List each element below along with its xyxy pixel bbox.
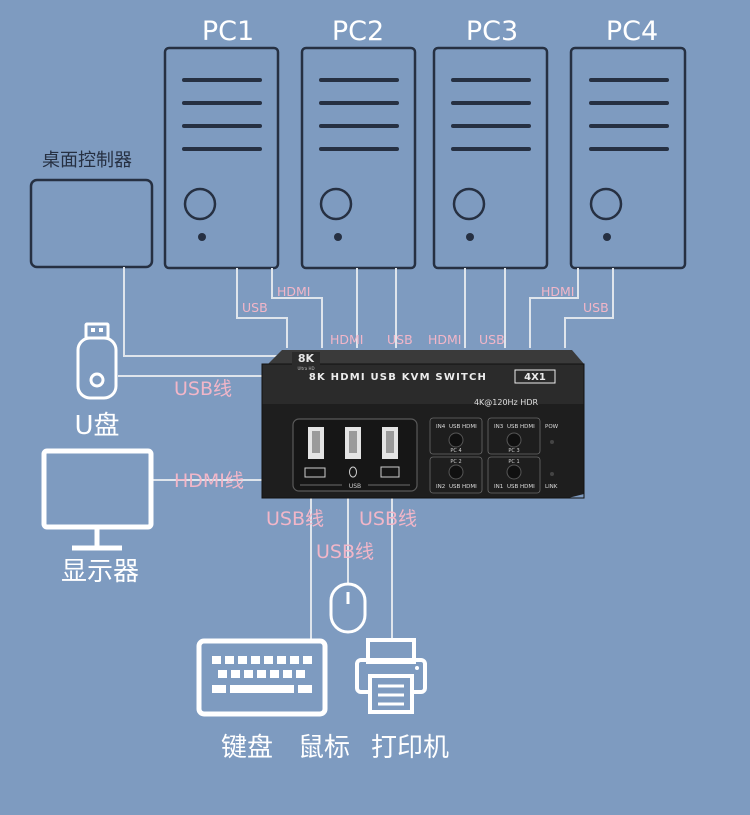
- hdmi-line-monitor: HDMI线: [174, 470, 244, 492]
- usb-tag-pc3: USB: [479, 332, 505, 347]
- desktop-controller: [29, 178, 154, 269]
- kvm-tag: 4X1: [524, 372, 546, 383]
- usb-panel-label: USB: [349, 483, 361, 490]
- keyboard-port-icon: [304, 467, 326, 478]
- link-led: [550, 472, 554, 476]
- svg-text:PC 2: PC 2: [450, 459, 461, 465]
- svg-text:USB HDMI: USB HDMI: [507, 484, 535, 490]
- svg-text:IN4: IN4: [436, 424, 446, 430]
- printer-label: 打印机: [371, 733, 449, 763]
- svg-text:PC 1: PC 1: [508, 459, 519, 465]
- usb-tag-pc1: USB: [242, 300, 268, 315]
- pc4-tower: [569, 46, 687, 270]
- kvm-badge: 8K: [298, 352, 315, 365]
- printer-icon: [355, 638, 427, 714]
- svg-text:PC 3: PC 3: [508, 448, 519, 454]
- printer-port-icon: [380, 466, 400, 478]
- pc2-label: PC2: [332, 16, 384, 47]
- cable-lines: [118, 267, 614, 640]
- svg-text:IN3: IN3: [494, 424, 504, 430]
- usb-line-udisk: USB线: [174, 378, 232, 400]
- pc1-tower: [163, 46, 280, 270]
- pc4-label: PC4: [606, 16, 658, 47]
- pc3-select-button[interactable]: IN3 USB HDMI PC 3: [487, 417, 541, 455]
- power-button-icon: [183, 187, 217, 221]
- mouse-port-icon: [349, 466, 357, 478]
- kvm-title: 8K HDMI USB KVM SWITCH: [309, 372, 487, 383]
- pow-led: [550, 440, 554, 444]
- pc3-label: PC3: [466, 16, 518, 47]
- mouse-icon: [329, 582, 367, 634]
- hdmi-tag-pc3: HDMI: [428, 332, 462, 347]
- usb-port: [382, 427, 398, 459]
- usb-line-keyboard: USB线: [266, 508, 324, 530]
- usb-line-printer: USB线: [359, 508, 417, 530]
- power-button-icon: [452, 187, 486, 221]
- svg-text:IN2: IN2: [436, 484, 445, 490]
- hdmi-tag-pc2: HDMI: [330, 332, 364, 347]
- pc4-select-button[interactable]: IN4 USB HDMI PC 4: [429, 417, 483, 455]
- mouse-label: 鼠标: [298, 733, 350, 763]
- usb-drive-icon: [76, 322, 118, 400]
- keyboard-label: 键盘: [221, 733, 273, 763]
- kvm-badge-sub: Ultra HD: [297, 366, 314, 371]
- usb-line-mouse: USB线: [316, 541, 374, 563]
- svg-text:IN1: IN1: [494, 484, 503, 490]
- pc1-label: PC1: [202, 16, 254, 47]
- power-button-icon: [589, 187, 623, 221]
- usb-tag-pc2: USB: [387, 332, 413, 347]
- svg-text:USB HDMI: USB HDMI: [507, 424, 535, 430]
- monitor-label: 显示器: [61, 557, 139, 587]
- pow-label: POW: [545, 424, 559, 430]
- usb-port: [345, 427, 361, 459]
- svg-text:USB HDMI: USB HDMI: [449, 484, 477, 490]
- svg-text:USB HDMI: USB HDMI: [449, 424, 477, 430]
- controller-label: 桌面控制器: [42, 150, 132, 171]
- kvm-spec: 4K@120Hz HDR: [474, 398, 539, 407]
- cable-tags: USB HDMI HDMI USB HDMI USB HDMI USB: [242, 284, 609, 347]
- svg-text:PC 4: PC 4: [450, 448, 461, 454]
- udisk-label: U盘: [74, 411, 119, 441]
- pc2-select-button[interactable]: PC 2 IN2 USB HDMI: [429, 456, 483, 494]
- power-button-icon: [319, 187, 353, 221]
- pc2-tower: [300, 46, 417, 270]
- monitor-icon: [41, 448, 154, 551]
- link-label: LINK: [545, 484, 558, 490]
- hdmi-tag-pc4: HDMI: [541, 284, 575, 299]
- kvm-switch: 8K Ultra HD 8K HDMI USB KVM SWITCH 4X1 4…: [261, 350, 585, 499]
- hdmi-tag-pc1: HDMI: [277, 284, 311, 299]
- cable-line-labels: USB线 HDMI线 USB线 USB线 USB线: [174, 378, 417, 563]
- pc3-tower: [432, 46, 549, 270]
- keyboard-icon: [196, 638, 328, 717]
- usb-tag-pc4: USB: [583, 300, 609, 315]
- usb-port: [308, 427, 324, 459]
- pc1-select-button[interactable]: PC 1 IN1 USB HDMI: [487, 456, 541, 494]
